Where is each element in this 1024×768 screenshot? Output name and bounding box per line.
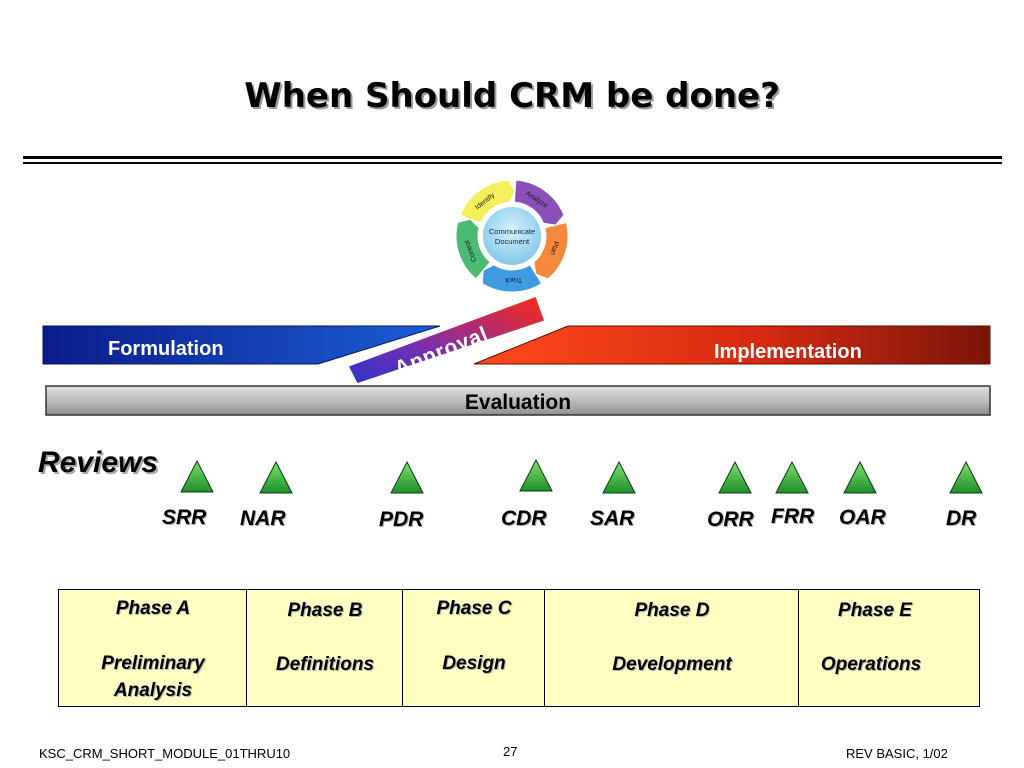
review-marker-frr	[775, 460, 809, 494]
review-label-orr: ORR	[707, 508, 754, 531]
approval-label: Approval	[391, 322, 491, 380]
review-marker-pdr	[390, 460, 424, 494]
review-marker-nar	[259, 460, 293, 494]
evaluation-band	[45, 385, 991, 416]
formulation-label: Formulation	[108, 338, 224, 360]
review-marker-oar	[843, 460, 877, 494]
cycle-center-line2: Document	[495, 237, 530, 246]
implementation-band	[473, 325, 991, 365]
cycle-label-identify: Identify	[474, 192, 496, 212]
footer-page-number: 27	[503, 744, 518, 759]
phase-d-name: Phase D	[634, 600, 710, 621]
phase-e-desc: Operations	[820, 654, 922, 675]
review-label-cdr: CDR	[501, 507, 547, 530]
slide-title: When Should CRM be done?	[244, 76, 780, 116]
phase-cell-b: Phase B Definitions	[247, 590, 403, 706]
cycle-center-line1: Communicate	[489, 227, 535, 236]
cycle-segment-control	[455, 218, 491, 280]
phase-a-name: Phase A	[115, 598, 191, 619]
review-label-srr: SRR	[162, 506, 207, 529]
phase-e-name: Phase E	[838, 600, 912, 621]
review-marker-sar	[602, 460, 636, 494]
title-rule-bottom	[23, 162, 1002, 164]
reviews-heading: Reviews	[38, 446, 159, 479]
phase-cell-e: Phase E Operations	[799, 590, 979, 706]
phase-a-desc-line2: Analysis	[113, 680, 193, 701]
footer-left: KSC_CRM_SHORT_MODULE_01THRU10	[39, 746, 291, 761]
cycle-center-circle	[481, 205, 543, 267]
review-marker-dr	[949, 460, 983, 494]
cycle-segment-identify	[459, 179, 516, 224]
footer-right: REV BASIC, 1/02	[846, 746, 948, 761]
evaluation-label: Evaluation	[465, 391, 571, 414]
phase-c-name: Phase C	[436, 598, 512, 619]
cycle-segment-analyze	[513, 179, 565, 226]
review-marker-orr	[718, 460, 752, 494]
review-marker-cdr	[519, 458, 553, 492]
phase-d-desc: Development	[612, 654, 732, 675]
formulation-band	[42, 325, 441, 365]
cycle-label-control: Control	[464, 239, 478, 263]
review-label-frr: FRR	[771, 505, 815, 528]
phase-b-name: Phase B	[287, 600, 363, 621]
approval-band	[346, 295, 546, 385]
review-label-dr: DR	[946, 507, 977, 530]
cycle-label-track: Track	[504, 276, 522, 284]
cycle-label-analyze: Analyze	[524, 190, 549, 210]
phase-b-desc: Definitions	[275, 654, 375, 675]
phase-cell-a: Phase A Preliminary Analysis	[59, 590, 247, 706]
cycle-segment-plan	[533, 221, 569, 280]
review-label-oar: OAR	[839, 506, 886, 529]
phase-cell-d: Phase D Development	[545, 590, 799, 706]
title-rule-top	[23, 156, 1002, 159]
cycle-label-plan: Plan	[548, 240, 559, 255]
phase-table: Phase A Preliminary Analysis Phase B Def…	[58, 589, 980, 707]
review-label-nar: NAR	[240, 507, 286, 530]
review-label-pdr: PDR	[379, 508, 424, 531]
phase-c-desc: Design	[442, 653, 506, 674]
review-marker-srr	[180, 459, 214, 493]
review-label-sar: SAR	[590, 507, 635, 530]
implementation-label: Implementation	[714, 341, 862, 363]
phase-a-desc-line1: Preliminary	[101, 653, 205, 674]
cycle-segment-track	[481, 264, 543, 293]
phase-cell-c: Phase C Design	[403, 590, 545, 706]
